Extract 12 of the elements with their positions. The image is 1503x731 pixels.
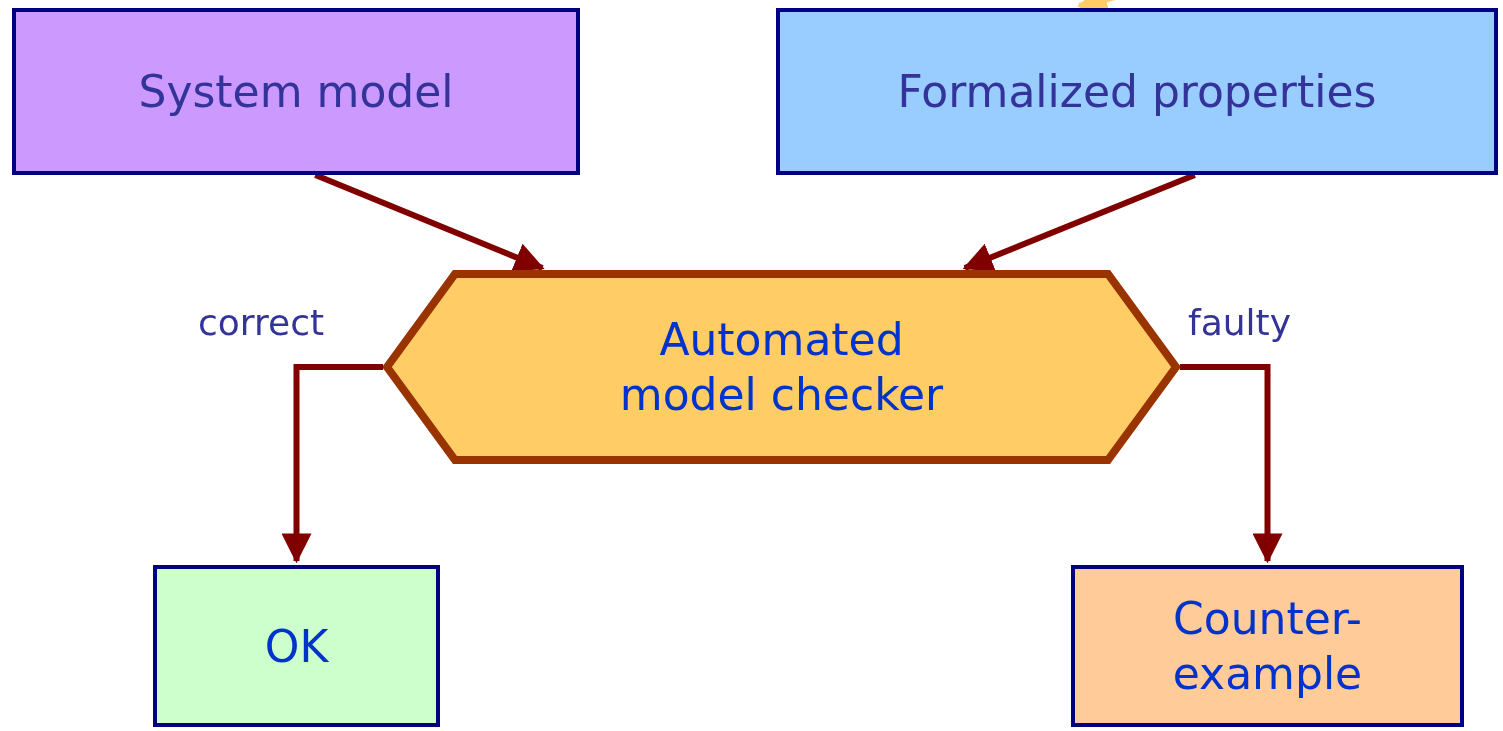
process-box: [12, 8, 580, 175]
arrow: [1180, 364, 1283, 564]
node-label: Counter-example: [1171, 592, 1364, 701]
node-label: Formalized properties: [896, 65, 1378, 119]
process-box: [1071, 565, 1464, 727]
hexagon-process-shape: [383, 270, 1180, 464]
node-label: OK: [263, 619, 330, 674]
arrow: [281, 364, 383, 564]
node-label: System model: [137, 65, 455, 119]
process-box: [776, 8, 1498, 175]
process-box: [153, 565, 440, 727]
node-label: Automated model checker: [618, 313, 945, 422]
